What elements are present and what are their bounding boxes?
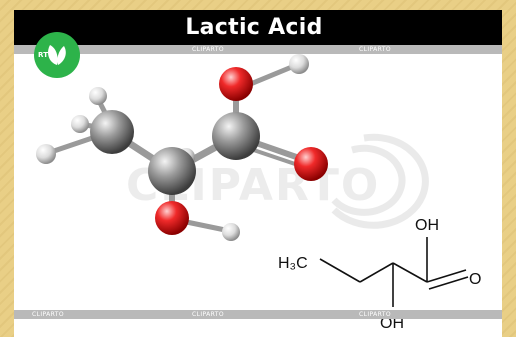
carbon-atom-carboxyl [212, 112, 260, 160]
leaf-icon [48, 45, 66, 65]
watermark-label: CLIPARTO [359, 311, 391, 318]
watermark-stripe-top: CLIPARTO CLIPARTO [14, 45, 502, 54]
watermark-label: CLIPARTO [192, 46, 224, 53]
watermark-stripe-bottom: CLIPARTO CLIPARTO CLIPARTO [14, 310, 502, 319]
oxygen-atom-carbonyl [294, 147, 328, 181]
hydrogen-atom [89, 87, 107, 105]
watermark-label: CLIPARTO [192, 311, 224, 318]
watermark-swoosh [331, 133, 429, 229]
page-title: Lactic Acid [185, 15, 323, 40]
hydrogen-atom [71, 115, 89, 133]
carbon-atom-central [148, 147, 196, 195]
carbonyl-oxygen-label: O [469, 271, 481, 288]
methyl-label: H₃C [278, 255, 308, 272]
oxygen-atom-hydroxyl [155, 201, 189, 235]
watermark-label: CLIPARTO [32, 311, 64, 318]
oxygen-atom-hydroxyl-acid [219, 67, 253, 101]
molecule-illustration: H₃C OH O OH [36, 54, 481, 332]
skeletal-formula [319, 237, 469, 307]
image-card: Lactic Acid CLIPARTO CLIPARTO CLIPARTO [14, 10, 502, 337]
hydrogen-atom [289, 54, 309, 74]
hydrogen-atom [222, 223, 240, 241]
watermark-label: CLIPARTO [359, 46, 391, 53]
hydroxyl-acid-label: OH [415, 217, 439, 234]
leaf-logo [34, 32, 80, 78]
carbon-atom-methyl [90, 110, 134, 154]
title-bar: Lactic Acid [14, 10, 502, 45]
logo-watermark-text: RTO [38, 51, 55, 59]
hydroxyl-label: OH [380, 315, 404, 332]
hydrogen-atom [36, 144, 56, 164]
